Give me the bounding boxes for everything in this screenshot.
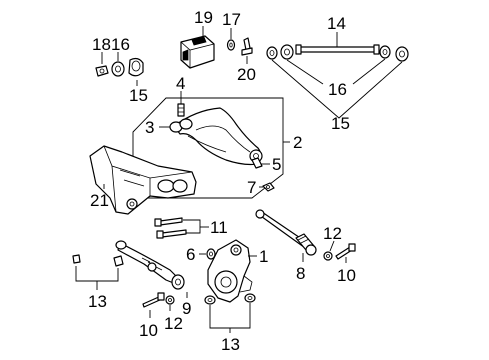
washer-17: [226, 39, 236, 51]
mount-19: [180, 35, 215, 69]
leader-13b-bracket: [209, 303, 251, 329]
nuts-13-right: [204, 293, 256, 305]
toe-link-8: [255, 209, 317, 256]
callout-15-left: 15: [129, 86, 148, 105]
ball-joint-5: [251, 157, 263, 169]
bolt-4: [177, 103, 185, 117]
nuts-13-left: [72, 254, 124, 267]
callout-19: 19: [194, 8, 213, 27]
leader-13a-bracket: [75, 266, 119, 282]
callout-16-right: 16: [328, 80, 347, 99]
leader-12a: [329, 240, 335, 252]
bushing-15-left: [128, 57, 144, 77]
bolt-10-bottom: [142, 292, 165, 308]
callout-6: 6: [186, 245, 195, 264]
lower-control-arm-9: [115, 240, 185, 290]
nut-12-right: [323, 251, 333, 261]
crossmember-21: [89, 145, 197, 215]
callout-17: 17: [222, 10, 241, 29]
callout-21: 21: [90, 191, 109, 210]
callout-20: 20: [237, 65, 256, 84]
nut-18: [95, 65, 109, 77]
bushing-set-16-right: [266, 44, 409, 62]
bushing-16-left: [111, 61, 125, 77]
callout-10-bottom: 10: [139, 321, 158, 340]
nut-12-bottom: [165, 295, 175, 305]
rod-14: [295, 44, 380, 55]
leader-16b-right: [352, 58, 386, 85]
callout-2: 2: [293, 133, 302, 152]
clip-7: [262, 182, 275, 192]
bolt-10-right: [335, 243, 356, 260]
callout-9: 9: [182, 299, 191, 318]
callout-13-right: 13: [221, 335, 240, 354]
knuckle-1: [207, 239, 253, 303]
callout-14: 14: [327, 14, 346, 33]
callout-10-right: 10: [337, 266, 356, 285]
leader-15b: [271, 59, 403, 119]
callout-3: 3: [145, 118, 154, 137]
callout-11: 11: [210, 218, 228, 237]
leader-11-bracket: [183, 219, 201, 234]
bolts-11: [154, 217, 187, 239]
callout-15-right: 15: [331, 114, 350, 133]
callout-12-right: 12: [323, 224, 342, 243]
washer-6: [206, 248, 216, 260]
callout-5: 5: [272, 155, 281, 174]
callout-4: 4: [176, 74, 185, 93]
callout-8: 8: [296, 264, 305, 283]
leader-16b-left: [286, 59, 324, 85]
bolt-20: [241, 37, 253, 56]
callout-13-left: 13: [88, 292, 107, 311]
callout-16-left: 16: [111, 35, 130, 54]
callout-7: 7: [247, 178, 256, 197]
callout-12-bottom: 12: [164, 314, 183, 333]
callout-18: 18: [92, 35, 111, 54]
callout-1: 1: [259, 247, 268, 266]
